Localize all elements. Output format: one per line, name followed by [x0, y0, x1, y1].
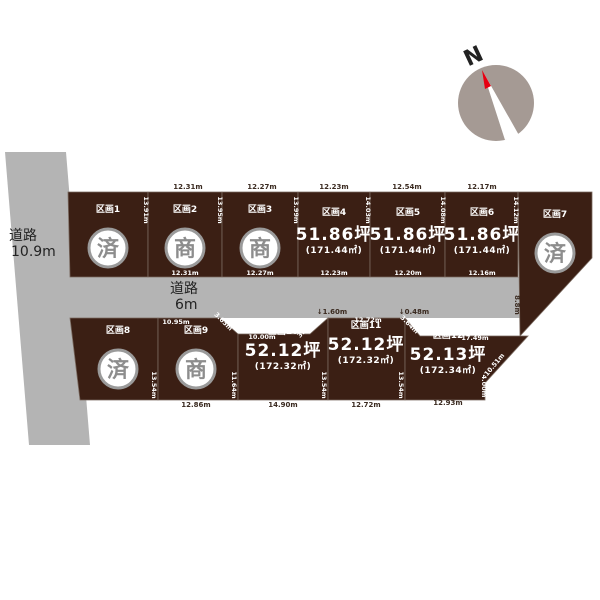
- dimension-label: 17.49m: [461, 334, 489, 342]
- dimension-label: 12.27m: [246, 269, 274, 277]
- lot-label: 区画6: [470, 207, 494, 218]
- status-stamp: [534, 232, 576, 274]
- lot-area-tsubo: 51.86坪: [296, 225, 373, 245]
- lot-area-sqm: (171.44㎡): [454, 244, 510, 256]
- status-stamp-text: 商: [185, 357, 207, 383]
- lot-area-sqm: (171.44㎡): [306, 244, 362, 256]
- lot-8[interactable]: 区画8 済: [69, 317, 159, 401]
- lot-area-tsubo: 52.12坪: [328, 335, 405, 355]
- status-stamp-text: 済: [97, 236, 120, 262]
- status-stamp-text: 商: [174, 236, 196, 262]
- road-central-width: 6m: [175, 297, 198, 313]
- road-west-name: 道路: [9, 228, 37, 244]
- status-stamp: [175, 348, 217, 390]
- dimension-label: 11.64m: [230, 371, 238, 399]
- dimension-label: ↓0.48m: [399, 308, 429, 316]
- dimension-label: 12.86m: [181, 401, 210, 409]
- lot-11[interactable]: 区画11 52.12坪(172.32㎡): [327, 317, 406, 401]
- lot-label: 区画10: [268, 326, 299, 337]
- road-central-name: 道路: [170, 281, 198, 297]
- dimension-label: 12.31m: [173, 183, 202, 191]
- lot-6[interactable]: 区画6 51.86坪(171.44㎡): [444, 191, 521, 278]
- lot-label: 区画7: [543, 209, 567, 220]
- lot-label: 区画11: [351, 320, 382, 331]
- lot-area-tsubo: 52.13坪: [410, 345, 487, 365]
- dimension-label: 4.00m: [480, 375, 488, 398]
- compass-needle-north: [482, 70, 491, 89]
- dimension-label: 12.31m: [171, 269, 199, 277]
- dimension-label: 13.54m: [320, 371, 328, 399]
- lot-area-tsubo: 51.86坪: [444, 225, 521, 245]
- dimension-label: 12.27m: [247, 183, 276, 191]
- dimension-label: 8.8m: [513, 295, 521, 315]
- dimension-label: 12.72m: [351, 401, 380, 409]
- status-stamp-text: 済: [544, 241, 567, 267]
- lot-shape[interactable]: [404, 316, 529, 401]
- status-stamp-text: 商: [249, 236, 271, 262]
- lot-7[interactable]: 区画7 済: [517, 191, 593, 338]
- lot-label: 区画3: [248, 204, 272, 215]
- status-stamp: [87, 227, 129, 269]
- lot-label: 区画2: [173, 204, 197, 215]
- lot-12[interactable]: 区画12 52.13坪(172.34㎡): [404, 316, 529, 401]
- dimension-label: 14.03m: [364, 196, 372, 224]
- dimension-label: 12.93m: [433, 399, 462, 407]
- dimension-label: 12.16m: [468, 269, 496, 277]
- lot-1[interactable]: 区画1 済: [67, 191, 149, 278]
- lot-5[interactable]: 区画5 51.86坪(171.44㎡): [369, 191, 447, 278]
- dimension-label: 13.99m: [292, 196, 300, 224]
- lot-area-sqm: (172.32㎡): [338, 354, 394, 366]
- status-stamp: [97, 348, 139, 390]
- road-west-width: 10.9m: [11, 244, 56, 260]
- status-stamp: [164, 227, 206, 269]
- status-stamp: [239, 227, 281, 269]
- lot-label: 区画4: [322, 207, 346, 218]
- lot-label: 区画1: [96, 204, 120, 215]
- dimension-label: 12.20m: [394, 269, 422, 277]
- lot-area-tsubo: 51.86坪: [370, 225, 447, 245]
- compass-needle-south: [483, 72, 520, 140]
- dimension-label: 10.95m: [162, 318, 190, 326]
- dimension-label: 10.00m: [248, 333, 276, 341]
- dimension-label: 14.90m: [268, 401, 297, 409]
- compass: N: [458, 42, 534, 141]
- lot-label: 区画12: [433, 330, 464, 341]
- status-stamp-text: 済: [107, 357, 130, 383]
- lot-10[interactable]: 区画10 52.12坪(172.32㎡): [237, 317, 329, 401]
- lot-4[interactable]: 区画4 51.86坪(171.44㎡): [296, 191, 373, 278]
- lot-2[interactable]: 区画2 商: [147, 191, 223, 278]
- dimension-label: 12.23m: [319, 183, 348, 191]
- lot-3[interactable]: 区画3 商: [221, 191, 299, 278]
- dimension-label: 13.91m: [142, 196, 150, 224]
- dimension-label: 12.54m: [392, 183, 421, 191]
- lot-area-sqm: (172.34㎡): [420, 364, 476, 376]
- lot-area-sqm: (171.44㎡): [380, 244, 436, 256]
- road-central: [66, 277, 520, 318]
- dimension-label: 13.54m: [150, 371, 158, 399]
- lot-area-sqm: (172.32㎡): [255, 360, 311, 372]
- dimension-label: 12.23m: [320, 269, 348, 277]
- lot-area-tsubo: 52.12坪: [245, 341, 322, 361]
- lot-shape[interactable]: [444, 191, 519, 278]
- dimension-label: ↓1.60m: [317, 308, 347, 316]
- dimension-label: 14.12m: [512, 196, 520, 224]
- dimension-label: 12.17m: [467, 183, 496, 191]
- lot-label: 区画5: [396, 207, 420, 218]
- dimension-label: 13.54m: [397, 371, 405, 399]
- dimension-label: 13.95m: [216, 196, 224, 224]
- lot-label: 区画9: [184, 325, 208, 336]
- lot-label: 区画8: [106, 325, 130, 336]
- lot-9[interactable]: 区画9 商: [157, 317, 239, 401]
- dimension-label: 14.08m: [439, 196, 447, 224]
- dimension-label: 12.72m: [354, 316, 382, 324]
